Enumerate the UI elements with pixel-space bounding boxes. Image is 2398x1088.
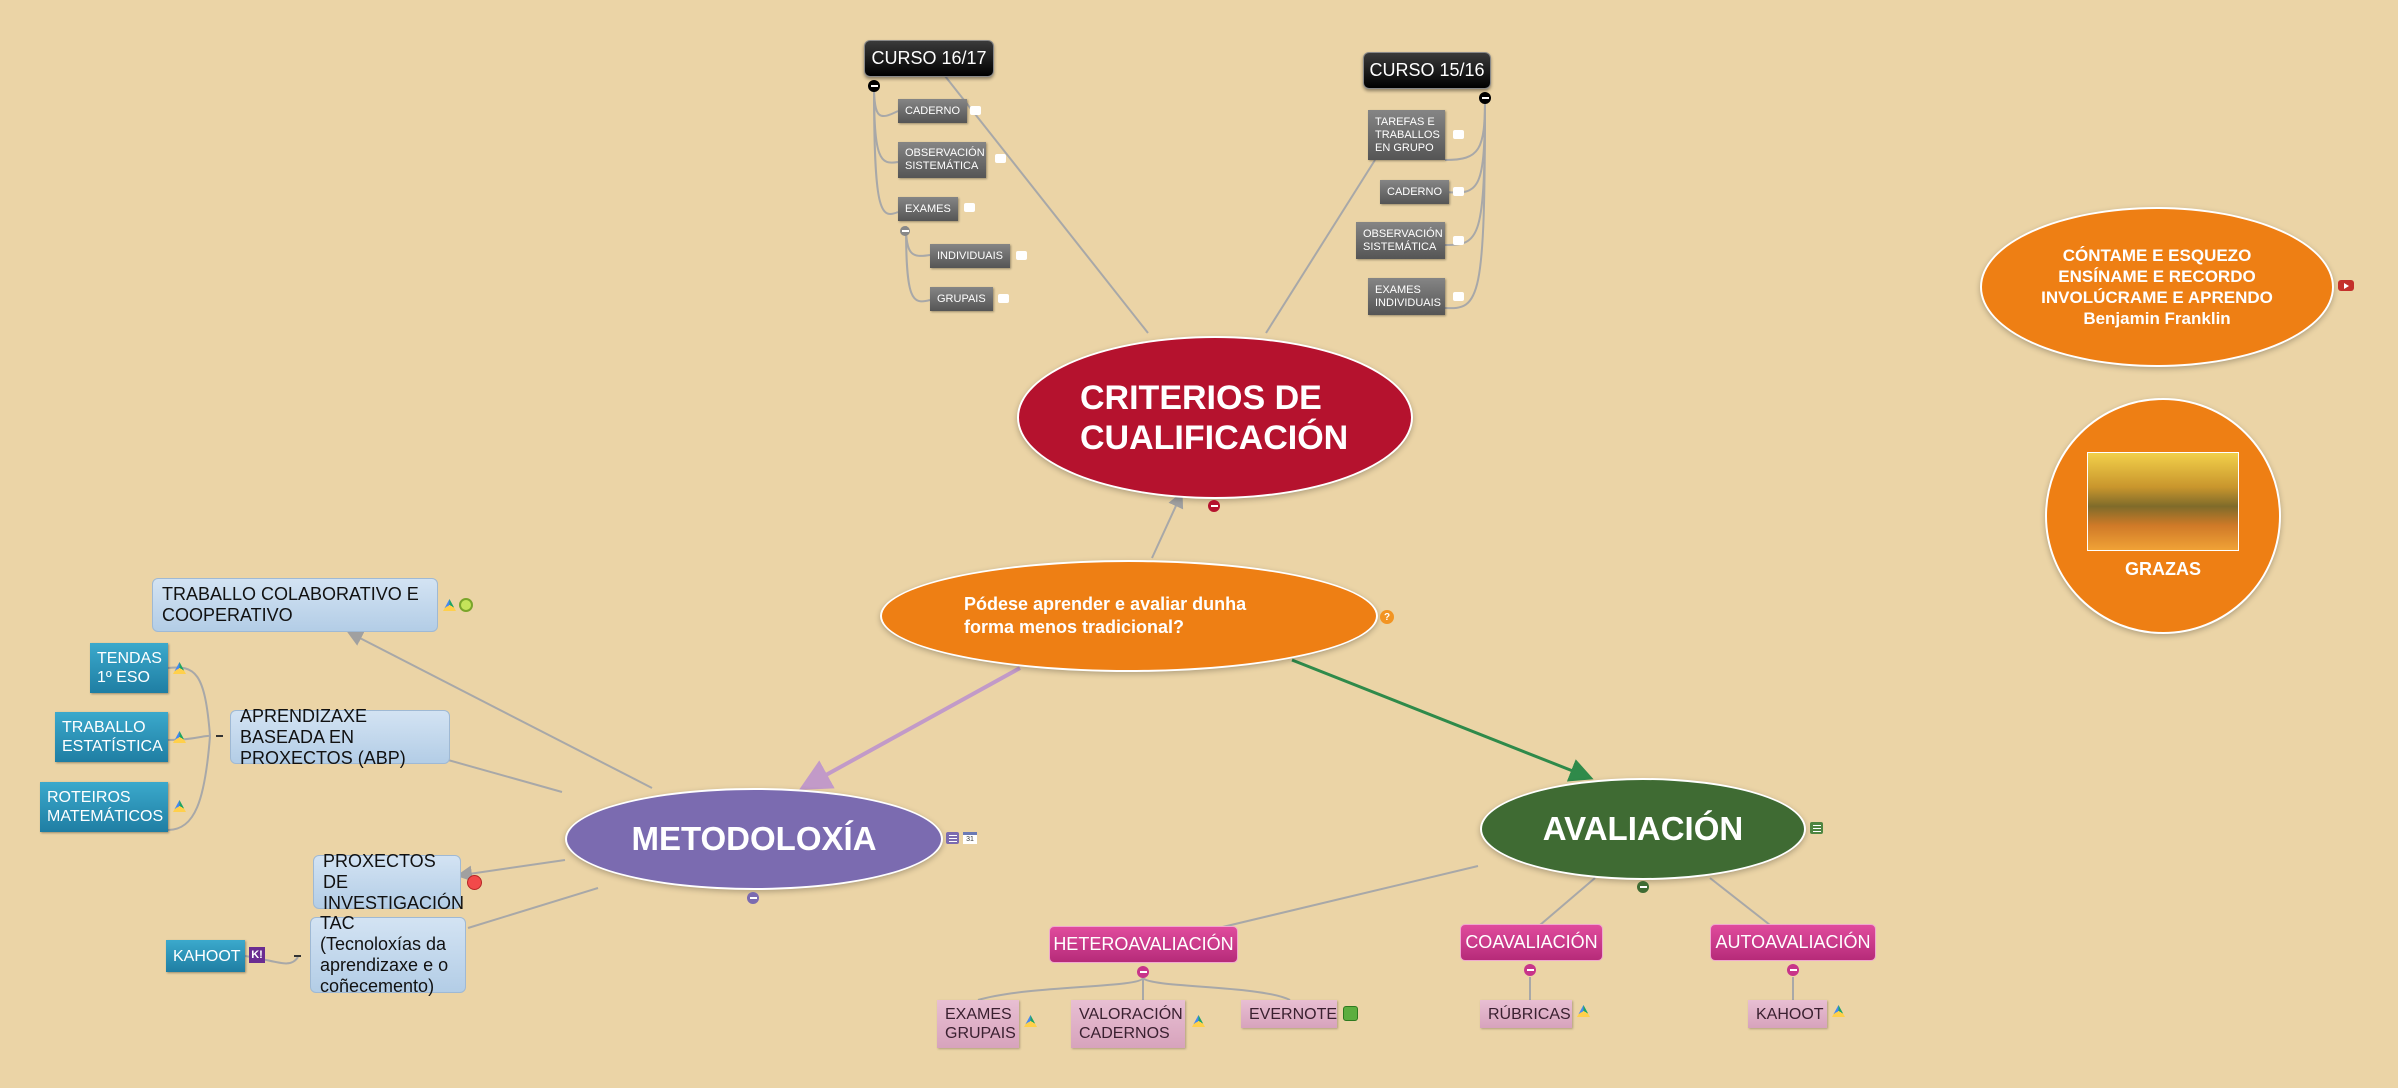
link-question-avaliacion	[1291, 658, 1594, 782]
abp-roteiros[interactable]: ROTEIROS MATEMÁTICOS	[40, 782, 168, 832]
quote-line-2: ENSÍNAME E RECORDO	[2058, 267, 2256, 286]
hetero-valoracion[interactable]: VALORACIÓN CADERNOS	[1071, 1000, 1185, 1048]
note-icon[interactable]	[1453, 236, 1464, 245]
avaliacion-node[interactable]: AVALIACIÓN	[1480, 778, 1806, 880]
note-icon[interactable]	[1453, 187, 1464, 196]
curso1516-caderno[interactable]: CADERNO	[1380, 180, 1450, 204]
coavaliacion[interactable]: COAVALIACIÓN	[1460, 924, 1603, 961]
link-question-criterios	[1151, 491, 1184, 559]
calendar-icon[interactable]: 31	[963, 832, 977, 844]
quote-line-1: CÓNTAME E ESQUEZO	[2062, 246, 2252, 265]
youtube-icon[interactable]	[2338, 280, 2354, 291]
curso1617-individuais[interactable]: INDIVIDUAIS	[930, 244, 1011, 268]
collapse-icon[interactable]	[294, 955, 301, 957]
note-icon[interactable]	[1016, 251, 1027, 260]
tac-kahoot[interactable]: KAHOOT	[166, 940, 245, 972]
collapse-icon[interactable]	[1524, 964, 1536, 976]
collapse-icon[interactable]	[868, 80, 880, 92]
autoavaliacion[interactable]: AUTOAVALIACIÓN	[1710, 924, 1876, 961]
curso1617-exames[interactable]: EXAMES	[898, 197, 958, 221]
link-criterios-curso1516	[1265, 159, 1376, 334]
kahoot-icon[interactable]: K!	[249, 947, 265, 963]
quote-node[interactable]: CÓNTAME E ESQUEZO ENSÍNAME E RECORDO INV…	[1980, 207, 2334, 367]
collapse-icon[interactable]	[747, 892, 759, 904]
tac-node[interactable]: TAC (Tecnoloxías da aprendizaxe e o coñe…	[310, 913, 466, 996]
criterios-node[interactable]: CRITERIOS DE CUALIFICACIÓN	[1017, 336, 1413, 499]
proxectos-investigacion[interactable]: PROXECTOS DE INVESTIGACIÓN	[313, 851, 464, 913]
heteroavaliacion[interactable]: HETEROAVALIACIÓN	[1049, 926, 1238, 963]
criterios-title: CRITERIOS DE CUALIFICACIÓN	[1080, 378, 1349, 457]
auto-kahoot[interactable]: KAHOOT	[1748, 1000, 1827, 1028]
quote-author: Benjamin Franklin	[2083, 309, 2231, 328]
collapse-icon[interactable]	[216, 735, 223, 737]
note-icon[interactable]	[1453, 130, 1464, 139]
curso1516-label[interactable]: CURSO 15/16	[1363, 52, 1491, 89]
collapse-icon[interactable]	[1137, 966, 1149, 978]
evernote-icon[interactable]	[1343, 1006, 1358, 1021]
metodoloxia-node[interactable]: METODOLOXÍA	[565, 788, 943, 890]
metodoloxia-title: METODOLOXÍA	[631, 820, 877, 857]
curso1617-label[interactable]: CURSO 16/17	[864, 40, 994, 77]
grazas-text: GRAZAS	[2125, 559, 2201, 579]
question-mark-icon[interactable]: ?	[1380, 610, 1394, 624]
curso1617-grupais[interactable]: GRUPAIS	[930, 287, 993, 311]
collapse-icon[interactable]	[1479, 92, 1491, 104]
question-text: Pódese aprender e avaliar dunha forma me…	[964, 594, 1247, 637]
note-icon[interactable]	[964, 203, 975, 212]
collapse-icon[interactable]	[1787, 964, 1799, 976]
doc-icon[interactable]	[1810, 822, 1823, 834]
autumn-forest-image	[2087, 452, 2239, 551]
curso1516-observacion[interactable]: OBSERVACIÓN SISTEMÁTICA	[1356, 222, 1445, 259]
avaliacion-title: AVALIACIÓN	[1542, 810, 1744, 847]
note-icon[interactable]	[1453, 292, 1464, 301]
coa-rubricas[interactable]: RÚBRICAS	[1480, 1000, 1572, 1028]
question-node[interactable]: Pódese aprender e avaliar dunha forma me…	[880, 560, 1378, 672]
hetero-exames[interactable]: EXAMES GRUPAIS	[937, 1000, 1019, 1048]
note-icon[interactable]	[998, 294, 1009, 303]
collapse-icon[interactable]	[900, 226, 910, 236]
collapse-icon[interactable]	[1208, 500, 1220, 512]
note-icon[interactable]	[995, 154, 1006, 163]
curso1617-observacion[interactable]: OBSERVACIÓN SISTEMÁTICA	[898, 142, 986, 178]
hetero-evernote[interactable]: EVERNOTE	[1241, 1000, 1337, 1028]
link-criterios-curso1617	[944, 75, 1149, 334]
curso1516-tarefas[interactable]: TAREFAS E TRABALLOS EN GRUPO	[1368, 110, 1445, 160]
abp-tendas[interactable]: TENDAS 1º ESO	[90, 643, 168, 693]
note-icon[interactable]	[970, 106, 981, 115]
curso1516-exames[interactable]: EXAMES INDIVIDUAIS	[1368, 278, 1445, 315]
quote-line-3: INVOLÚCRAME E APRENDO	[2041, 288, 2273, 307]
link-question-metodoloxia	[798, 666, 1021, 790]
doc-icon[interactable]	[946, 832, 959, 844]
abp-node[interactable]: APRENDIZAXE BASEADA EN PROXECTOS (ABP)	[230, 706, 450, 768]
abp-estatistica[interactable]: TRABALLO ESTATÍSTICA	[55, 712, 168, 762]
curso1617-caderno[interactable]: CADERNO	[898, 99, 968, 123]
green-circle-icon[interactable]	[459, 598, 473, 612]
red-dot-icon[interactable]	[467, 875, 482, 890]
collapse-icon[interactable]	[1637, 881, 1649, 893]
traballo-colaborativo[interactable]: TRABALLO COLABORATIVO E COOPERATIVO	[152, 578, 438, 632]
